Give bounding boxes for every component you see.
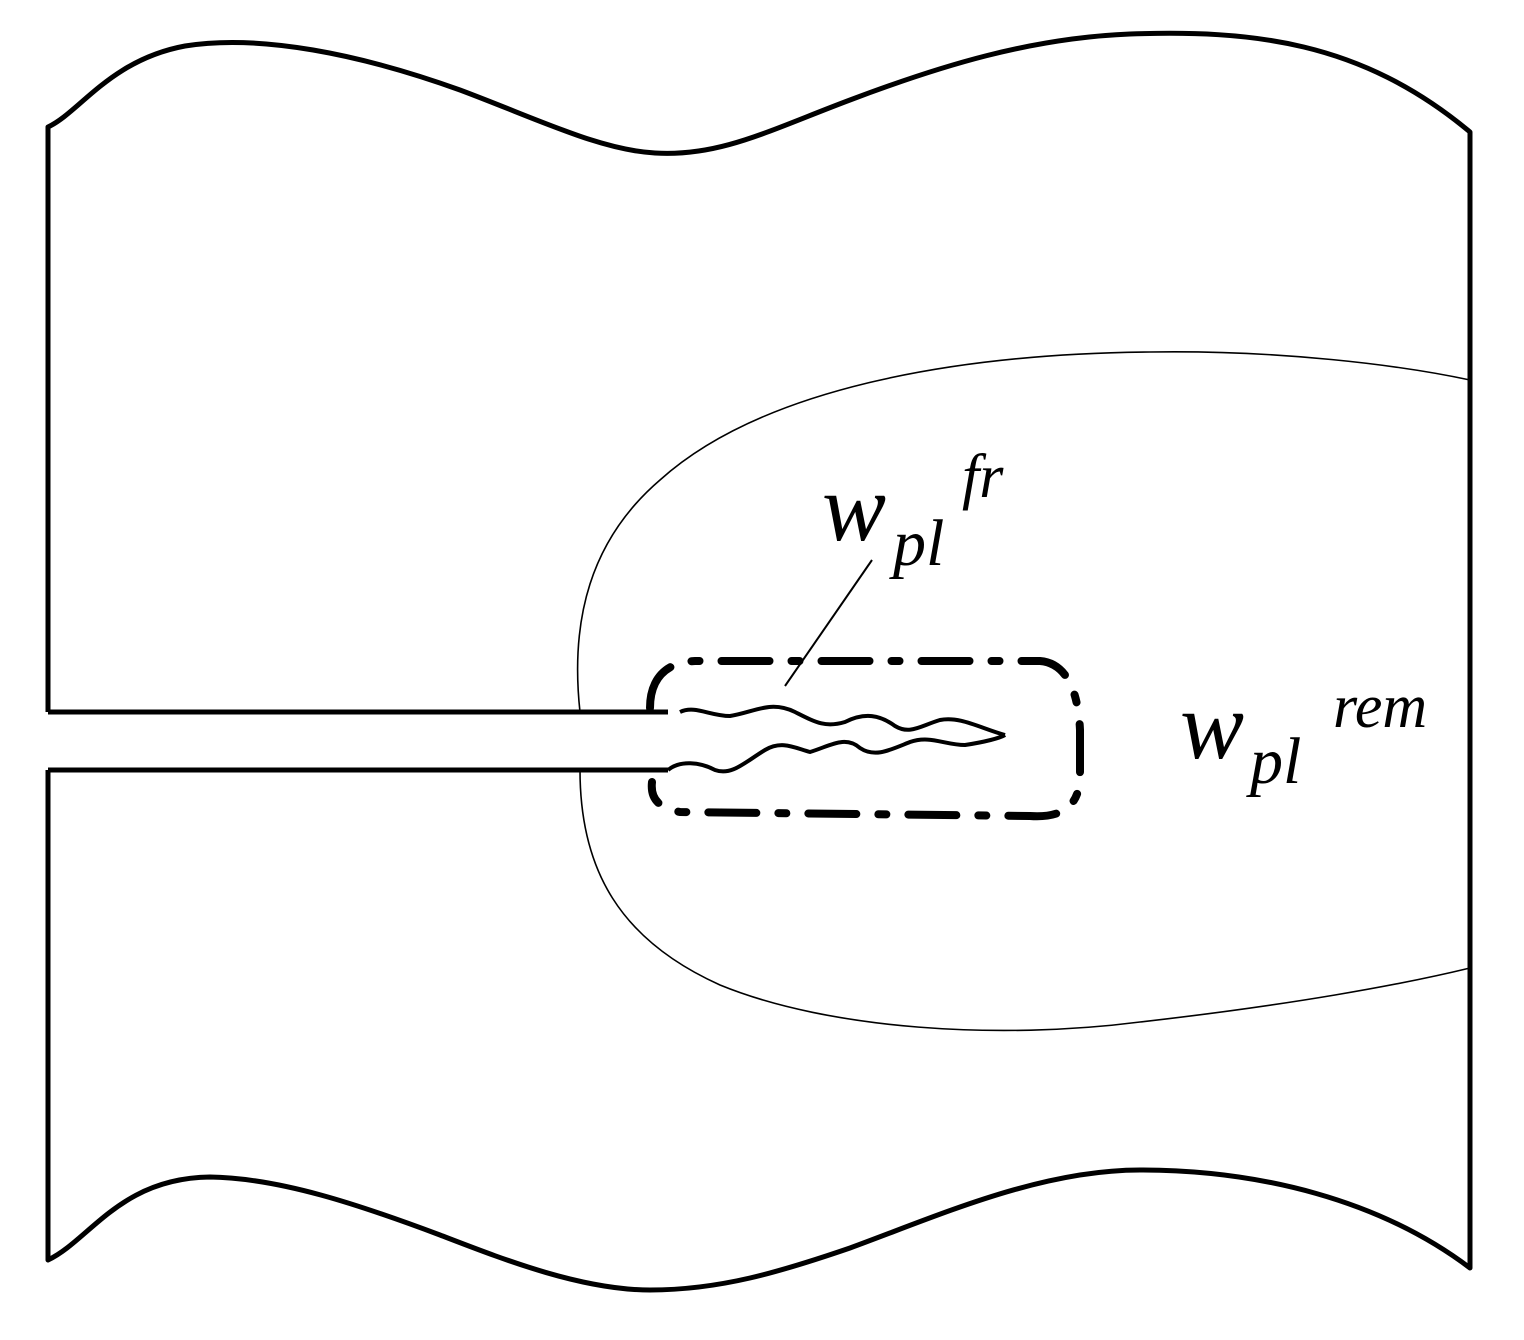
specimen-outline [45, 30, 1473, 1293]
fracture-zone-boundary [646, 657, 1084, 821]
fracture-label-subscript: pl [889, 507, 944, 580]
remote-label-superscript: rem [1333, 673, 1427, 741]
crack-lower-surface [666, 733, 1007, 774]
fracture-label-base: w [822, 454, 886, 561]
crack-upper-surface [679, 704, 1006, 737]
fracture-zone-label: w pl fr [822, 443, 1004, 580]
remote-zone-label: w pl rem [1180, 672, 1427, 798]
remote-plastic-zone-boundary [576, 351, 1471, 1032]
fracture-label-leader [784, 559, 873, 687]
fracture-label-superscript: fr [962, 443, 1004, 511]
remote-label-base: w [1180, 672, 1244, 779]
remote-label-subscript: pl [1246, 725, 1301, 798]
